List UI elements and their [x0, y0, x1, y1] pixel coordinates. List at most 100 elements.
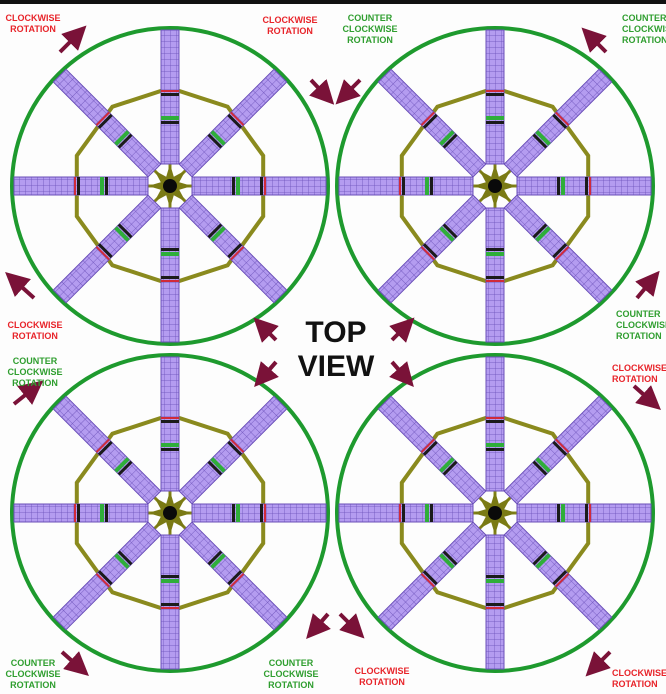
blade-hinge-green: [236, 177, 240, 195]
rotation-arrow: [58, 25, 87, 54]
rotor-bottom-left: [10, 353, 330, 673]
blade-hinge-red: [589, 504, 591, 522]
label-bottom-right: CLOCKWISE ROTATION: [612, 668, 666, 689]
blade-hinge-red: [95, 438, 110, 453]
rotor-top-right: [335, 26, 655, 346]
blade-panel: [485, 534, 505, 670]
rotation-arrow: [389, 317, 415, 343]
blade-hinge: [161, 121, 179, 124]
blade-hinge: [97, 113, 113, 129]
rotor-axle: [163, 506, 177, 520]
rotor-blade: [485, 29, 505, 165]
blade-hinge: [117, 460, 133, 476]
blade-hinge-green: [439, 226, 455, 242]
rotation-arrow: [632, 384, 661, 410]
rotor-blade: [503, 194, 613, 304]
blade-hinge-green: [100, 177, 104, 195]
rotation-arrow: [389, 360, 414, 388]
rotor-blade: [178, 68, 288, 178]
blade-panel: [377, 194, 487, 304]
blade-hinge: [207, 460, 223, 476]
top-border: [0, 0, 666, 4]
blade-hinge-green: [114, 553, 130, 569]
blade-hinge: [557, 504, 560, 522]
blade-hinge-green: [161, 116, 179, 120]
label-top-center-red: CLOCKWISE ROTATION: [262, 15, 318, 36]
blade-hinge: [442, 133, 458, 149]
rotor-axle: [488, 506, 502, 520]
rotor-blade: [191, 503, 327, 523]
blade-panel: [178, 194, 288, 304]
blade-hinge: [422, 243, 438, 259]
blade-hinge-red: [230, 111, 245, 126]
blade-panel: [503, 194, 613, 304]
rotor-blade: [13, 503, 149, 523]
rotor-blade: [160, 207, 180, 343]
blade-hinge: [232, 177, 235, 195]
blade-hinge-green: [210, 457, 226, 473]
rotation-arrow: [5, 271, 36, 300]
blade-hinge-red: [74, 177, 76, 195]
blade-panel: [516, 176, 652, 196]
blade-hinge: [442, 460, 458, 476]
blade-hinge: [227, 440, 243, 456]
blade-hinge: [207, 133, 223, 149]
blade-hinge: [207, 223, 223, 239]
blade-hinge: [552, 570, 568, 586]
blade-hinge: [442, 550, 458, 566]
blade-panel: [503, 395, 613, 505]
blade-hinge: [557, 177, 560, 195]
blade-hinge: [77, 504, 80, 522]
blade-hinge: [552, 243, 568, 259]
blade-hinge-green: [236, 504, 240, 522]
blade-hinge: [430, 504, 433, 522]
blade-panel: [160, 356, 180, 492]
blade-panel: [338, 176, 474, 196]
rotation-arrow: [335, 78, 362, 105]
blade-hinge-red: [486, 607, 504, 609]
blade-hinge-red: [230, 438, 245, 453]
blade-hinge-red: [161, 280, 179, 282]
rotor-blade: [160, 29, 180, 165]
blade-hinge: [430, 177, 433, 195]
center-label: TOP VIEW: [297, 316, 375, 383]
rotor-blade: [338, 503, 474, 523]
blade-hinge: [161, 575, 179, 578]
blade-panel: [503, 521, 613, 631]
label-bottom-center-red: CLOCKWISE ROTATION: [354, 666, 410, 687]
blade-hinge: [532, 223, 548, 239]
blade-hinge: [552, 440, 568, 456]
blade-hinge: [532, 550, 548, 566]
blade-hinge: [486, 420, 504, 423]
blade-panel: [160, 207, 180, 343]
blade-hinge: [227, 243, 243, 259]
label-mid-right-green: COUNTER CLOCKWISE ROTATION: [616, 309, 666, 341]
blade-hinge: [207, 550, 223, 566]
blade-hinge: [161, 448, 179, 451]
blade-panel: [485, 356, 505, 492]
rotor-blade: [503, 521, 613, 631]
blade-hinge-green: [425, 177, 429, 195]
blade-hinge-red: [95, 246, 110, 261]
blade-panel: [191, 503, 327, 523]
rotor-blade: [377, 395, 487, 505]
blade-hinge-green: [114, 130, 130, 146]
blade-hinge-red: [95, 111, 110, 126]
blade-hinge: [117, 223, 133, 239]
blade-hinge: [161, 93, 179, 96]
rotor-blade: [503, 395, 613, 505]
rotation-arrow: [12, 380, 44, 406]
blade-hinge: [585, 177, 588, 195]
rotor-blade: [52, 68, 162, 178]
rotor-top-left: [10, 26, 330, 346]
blade-hinge-red: [230, 246, 245, 261]
rotation-arrow: [585, 650, 612, 677]
rotor-blade: [52, 194, 162, 304]
blade-hinge: [260, 504, 263, 522]
blade-hinge-green: [439, 553, 455, 569]
blade-hinge: [486, 276, 504, 279]
blade-hinge: [97, 440, 113, 456]
rotor-blade: [178, 395, 288, 505]
rotor-blade: [377, 68, 487, 178]
